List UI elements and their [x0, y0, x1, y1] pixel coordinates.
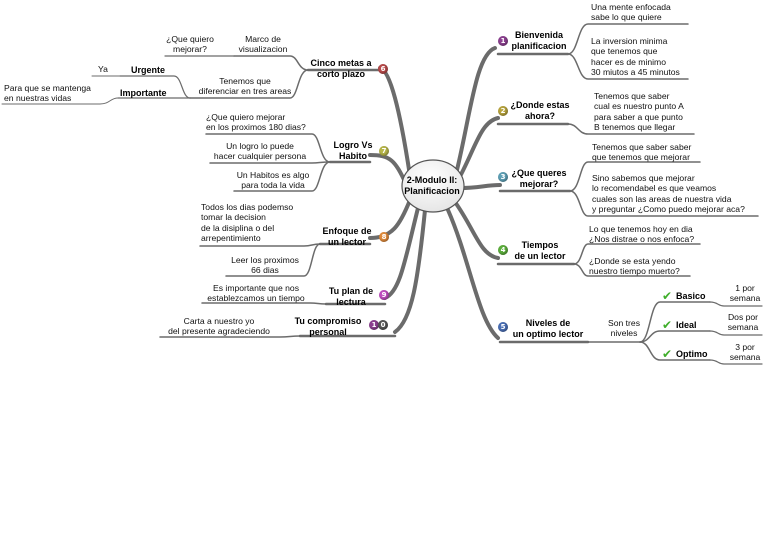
leaf-connector — [639, 301, 711, 343]
branch-connector — [446, 208, 500, 340]
check-optimo-icon: ✔ — [662, 347, 673, 361]
badge-5-icon: 5 — [498, 322, 508, 332]
leaf-connector — [567, 53, 689, 80]
leaf-connector — [709, 330, 763, 336]
badge-8-icon: 8 — [379, 232, 389, 242]
badge-10a-icon: 1 — [369, 320, 379, 330]
leaf-ya[interactable]: Ya — [98, 64, 108, 74]
leaf-habito-toda-la-vida[interactable]: Un Habitos es algo para toda la vida — [236, 170, 310, 191]
leaf-connector — [159, 335, 301, 338]
leaf-connector — [709, 301, 763, 307]
level-optimo[interactable]: Optimo — [676, 349, 708, 359]
leaf-connector — [567, 23, 689, 55]
leaf-saber-mejorar[interactable]: Tenemos que saber saber que tenemos que … — [592, 142, 692, 163]
central-title-line2: Planificacion — [404, 186, 460, 196]
branch-connector — [393, 208, 427, 334]
leaf-carta-yo-presente[interactable]: Carta a nuestro yo del presente agradeci… — [168, 316, 270, 337]
leaf-marco-visualizacion[interactable]: Marco de visualizacion — [238, 34, 288, 55]
leaf-punto-a-b[interactable]: Tenemos que saber cual es nuestro punto … — [594, 91, 684, 133]
topic-niveles-lector[interactable]: Niveles de un optimo lector — [512, 318, 584, 339]
leaf-connector — [199, 243, 321, 247]
topic-tiempos-lector[interactable]: Tiempos de un lector — [514, 240, 566, 261]
leaf-connector — [569, 190, 759, 217]
leaf-se-mantenga[interactable]: Para que se mantenga en nuestras vidas — [4, 83, 91, 104]
leaf-areas-vida[interactable]: Sino sabemos que mejorar lo recomendabel… — [592, 173, 745, 215]
topic-bienvenida[interactable]: Bienvenida planificacion — [511, 30, 567, 51]
leaf-logro-cualquier-persona[interactable]: Un logro lo puede hacer cualquier person… — [213, 141, 307, 162]
central-title-line1: 2-Modulo II: — [406, 175, 458, 185]
topic-cinco-metas[interactable]: Cinco metas a corto plazo — [310, 58, 372, 79]
leaf-importante[interactable]: Importante — [120, 88, 167, 98]
leaf-connector — [225, 243, 321, 277]
leaf-connector — [567, 123, 695, 135]
leaf-connector — [639, 330, 711, 343]
level-ideal-value[interactable]: Dos por semana — [727, 312, 759, 333]
leaf-connector — [569, 161, 701, 192]
leaf-que-quiero-mejorar[interactable]: ¿Que quiero mejorar? — [166, 34, 214, 55]
badge-2-icon: 2 — [498, 106, 508, 116]
leaf-180-dias[interactable]: ¿Que quiero mejorar en los proximos 180 … — [206, 112, 306, 133]
badge-10b-icon: 0 — [378, 320, 388, 330]
leaf-connector — [233, 55, 309, 71]
badge-3-icon: 3 — [498, 172, 508, 182]
topic-logro-vs-habito[interactable]: Logro Vs Habito — [333, 140, 373, 161]
topic-donde-estas[interactable]: ¿Donde estas ahora? — [510, 100, 570, 121]
leaf-66-dias[interactable]: Leer los proximos 66 dias — [231, 255, 299, 276]
leaf-connector — [573, 243, 701, 265]
check-basico-icon: ✔ — [662, 289, 673, 303]
badge-4-icon: 4 — [498, 245, 508, 255]
leaf-urgente[interactable]: Urgente — [131, 65, 166, 75]
branch-connector — [368, 198, 412, 240]
leaf-inversion-minima[interactable]: La inversion minima que tenemos que hace… — [591, 36, 680, 78]
badge-1-icon: 1 — [498, 36, 508, 46]
level-optimo-value[interactable]: 3 por semana — [729, 342, 761, 363]
leaf-diferenciar-areas[interactable]: Tenemos que diferenciar en tres areas — [198, 76, 292, 97]
leaf-disiplina-arrepentimiento[interactable]: Todos los dias podemso tomar la decision… — [201, 202, 294, 244]
branch-connector — [455, 116, 500, 184]
central-node-shape — [401, 159, 465, 213]
level-basico-value[interactable]: 1 por semana — [729, 283, 761, 304]
branch-connector — [383, 206, 420, 300]
leaf-connector — [639, 341, 711, 361]
topic-que-queres-mejorar[interactable]: ¿Que queres mejorar? — [511, 168, 567, 189]
level-basico[interactable]: Basico — [676, 291, 706, 301]
leaf-connector — [119, 75, 191, 99]
badge-9-icon: 9 — [379, 290, 389, 300]
badge-7-icon: 7 — [379, 146, 389, 156]
leaf-connector — [189, 69, 309, 99]
leaf-mente-enfocada[interactable]: Una mente enfocada sabe lo que quiere — [591, 2, 671, 23]
branch-connector — [453, 200, 500, 260]
leaf-tiempo-muerto[interactable]: ¿Donde se esta yendo nuestro tiempo muer… — [589, 256, 680, 277]
leaf-connector — [209, 161, 331, 164]
leaf-connector — [573, 263, 691, 277]
leaf-connector — [205, 133, 331, 163]
branch-connector — [453, 46, 497, 180]
leaf-establezcamos-tiempo[interactable]: Es importante que nos establezcamos un t… — [207, 283, 305, 304]
branch-connector — [378, 66, 412, 178]
branch-connector — [458, 183, 502, 190]
topic-plan-lectura[interactable]: Tu plan de lectura — [328, 286, 374, 307]
leaf-connector — [1, 97, 119, 105]
leaf-connector — [233, 161, 331, 192]
level-ideal[interactable]: Ideal — [676, 320, 697, 330]
check-ideal-icon: ✔ — [662, 318, 673, 332]
leaf-connector — [201, 302, 327, 305]
topic-enfoque-lector[interactable]: Enfoque de un lector — [322, 226, 372, 247]
leaf-connector — [709, 359, 763, 365]
badge-6-icon: 6 — [378, 64, 388, 74]
topic-compromiso-personal[interactable]: Tu compromiso personal — [294, 316, 362, 337]
leaf-distrae-enfoca[interactable]: Lo que tenemos hoy en dia ¿Nos distrae o… — [589, 224, 695, 245]
central-topic[interactable]: 2-Modulo II: Planificacion — [404, 163, 460, 209]
leaf-tres-niveles[interactable]: Son tres niveles — [607, 318, 640, 339]
